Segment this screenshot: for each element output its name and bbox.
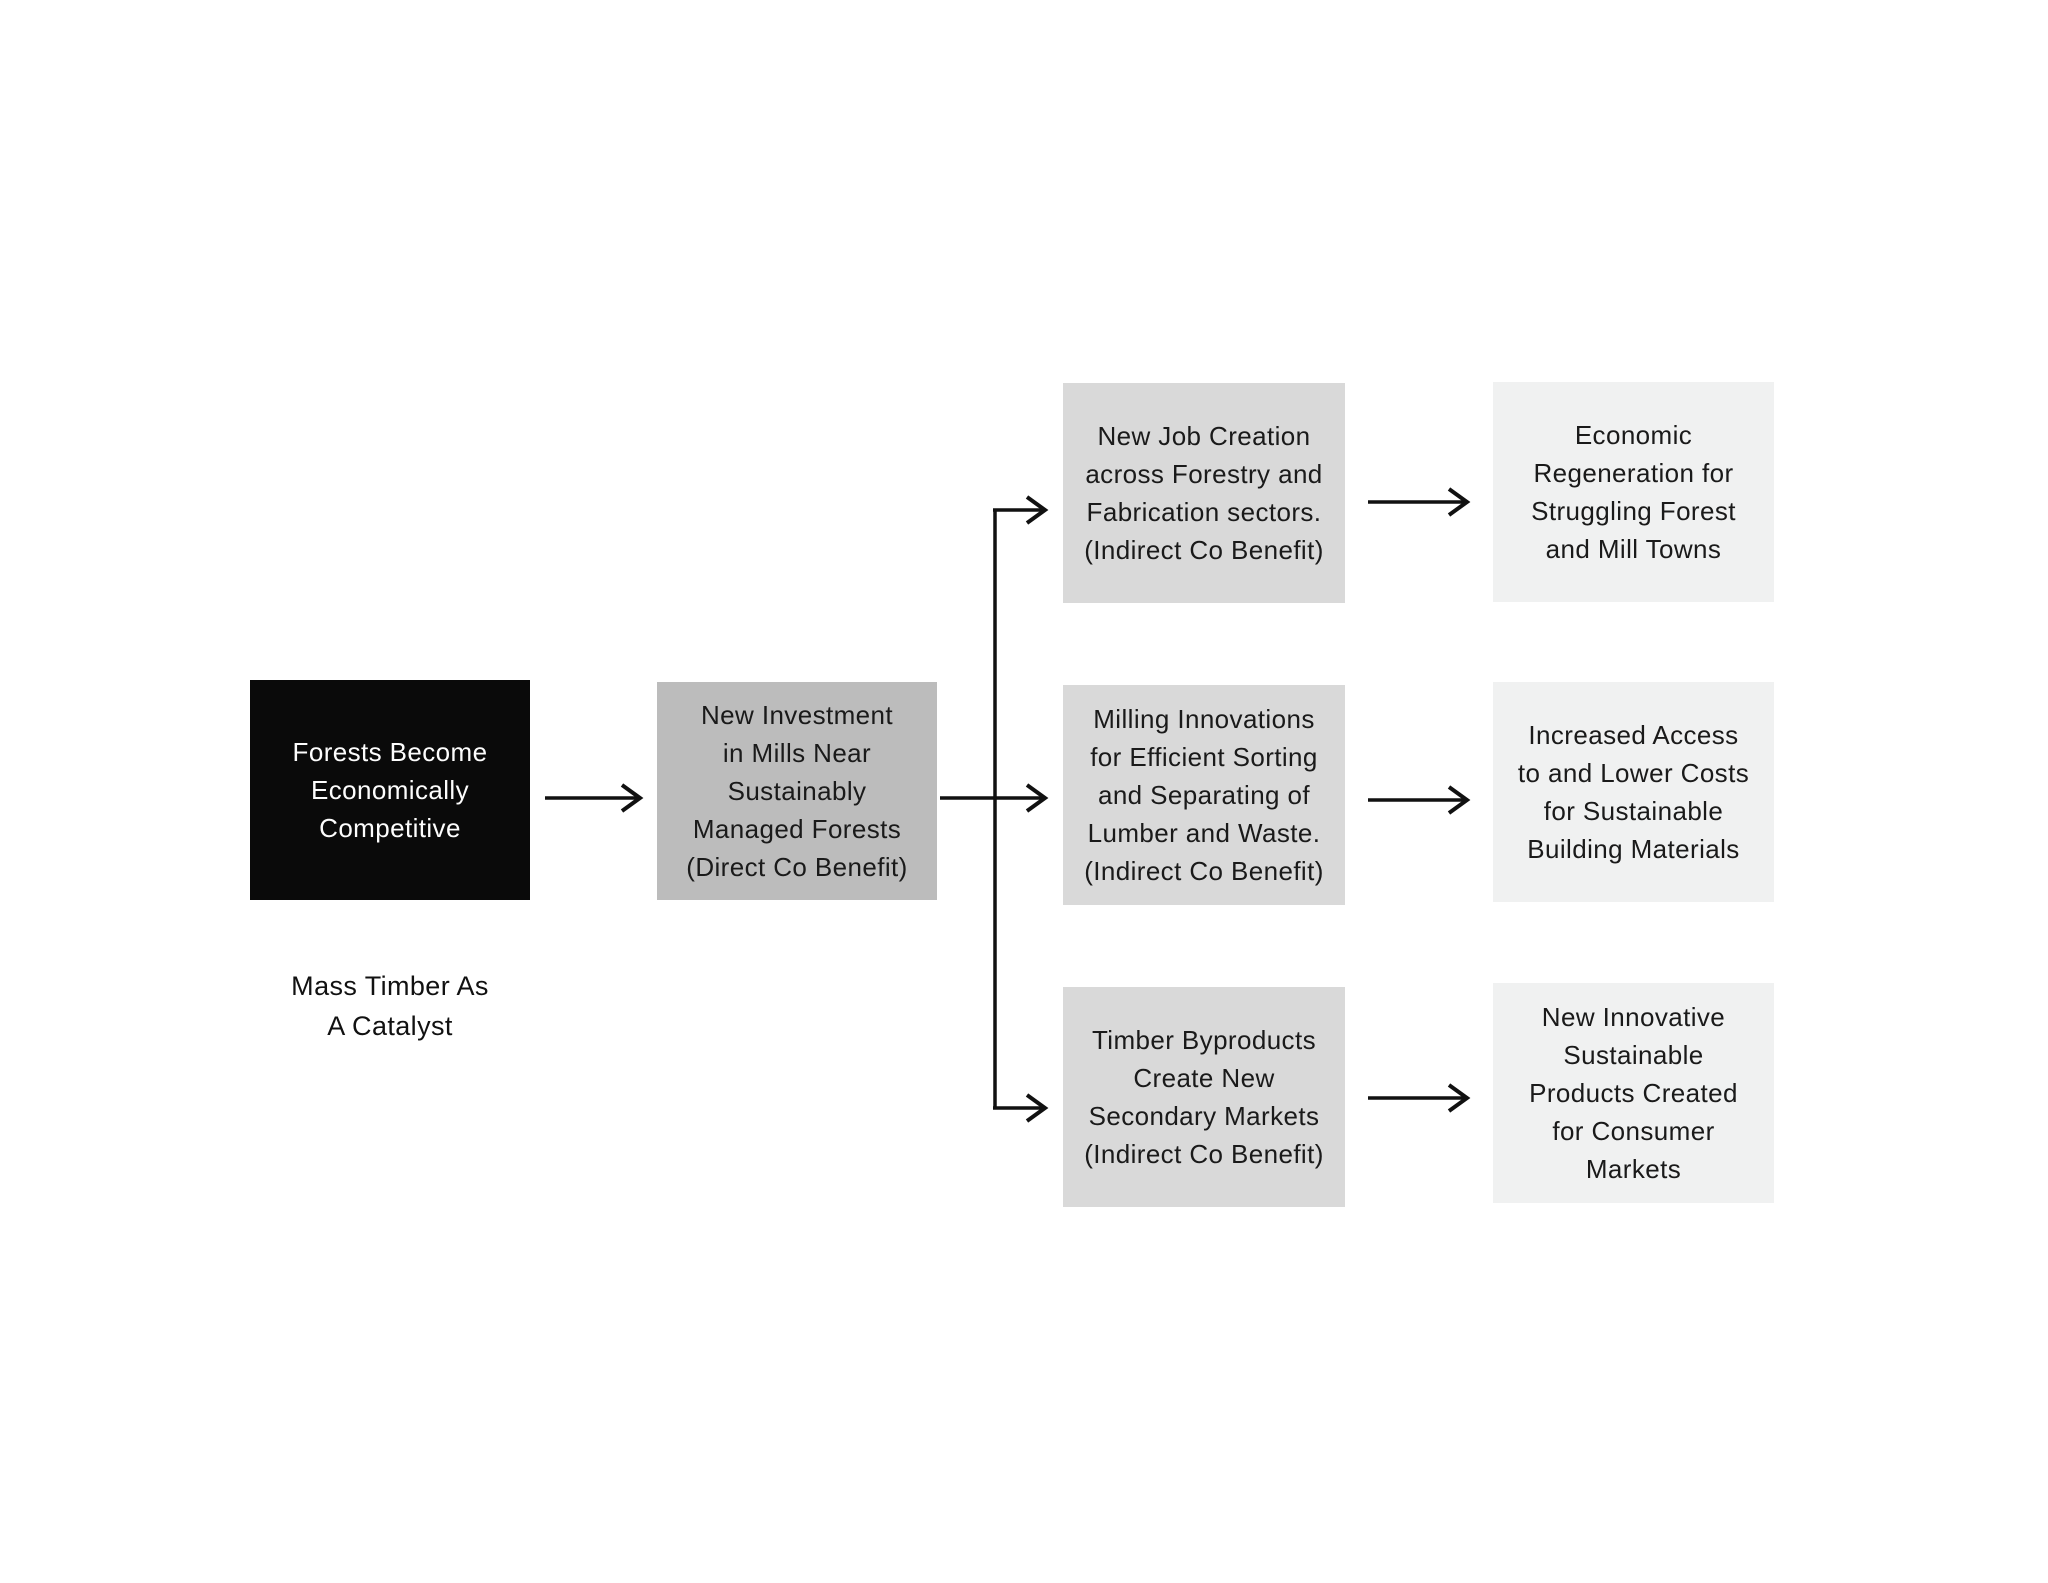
arrow-branch-to-jobs bbox=[993, 495, 1049, 525]
node-increased-access: Increased Access to and Lower Costs for … bbox=[1493, 682, 1774, 902]
arrow-milling-to-access bbox=[1368, 785, 1471, 815]
arrow-investment-to-milling bbox=[940, 783, 1049, 813]
node-new-investment-in-mills: New Investment in Mills Near Sustainably… bbox=[657, 682, 937, 900]
arrow-root-to-investment bbox=[545, 783, 644, 813]
node-milling-innovations: Milling Innovations for Efficient Sortin… bbox=[1063, 685, 1345, 905]
node-new-innovative-products: New Innovative Sustainable Products Crea… bbox=[1493, 983, 1774, 1203]
node-forests-become-competitive: Forests Become Economically Competitive bbox=[250, 680, 530, 900]
diagram-caption: Mass Timber As A Catalyst bbox=[291, 971, 489, 1041]
arrow-jobs-to-regeneration bbox=[1368, 487, 1471, 517]
arrow-byproducts-to-products bbox=[1368, 1083, 1471, 1113]
node-new-job-creation: New Job Creation across Forestry and Fab… bbox=[1063, 383, 1345, 603]
node-economic-regeneration: Economic Regeneration for Struggling For… bbox=[1493, 382, 1774, 602]
node-timber-byproducts: Timber Byproducts Create New Secondary M… bbox=[1063, 987, 1345, 1207]
arrow-branch-to-byproducts bbox=[993, 1093, 1049, 1123]
